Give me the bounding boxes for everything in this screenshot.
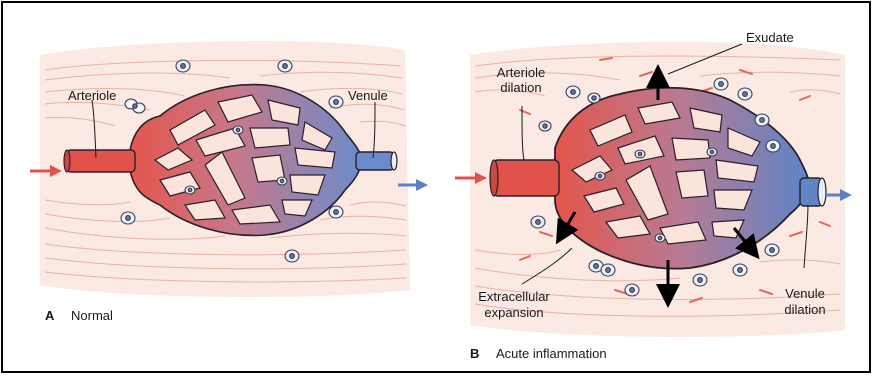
label-venule-a: Venule <box>348 88 388 103</box>
panel-a <box>30 41 428 297</box>
caption-letter-b: B <box>470 346 479 361</box>
arteriole-tube-b <box>493 160 559 196</box>
label-arteriole-a: Arteriole <box>68 88 116 103</box>
label-extracellular-line1: Extracellular <box>466 289 562 304</box>
label-exudate: Exudate <box>746 30 794 45</box>
caption-a: Normal <box>71 308 113 323</box>
arteriole-tube-a <box>67 150 135 172</box>
label-venule-dilation-line2: dilation <box>774 302 836 317</box>
label-arteriole-dilation-line2: dilation <box>488 80 554 95</box>
venule-tube-a <box>356 152 394 170</box>
label-extracellular-line2: expansion <box>466 305 562 320</box>
caption-b: Acute inflammation <box>496 346 607 361</box>
caption-letter-a: A <box>45 308 54 323</box>
label-venule-dilation-line1: Venule <box>774 286 836 301</box>
label-arteriole-dilation-line1: Arteriole <box>488 65 554 80</box>
